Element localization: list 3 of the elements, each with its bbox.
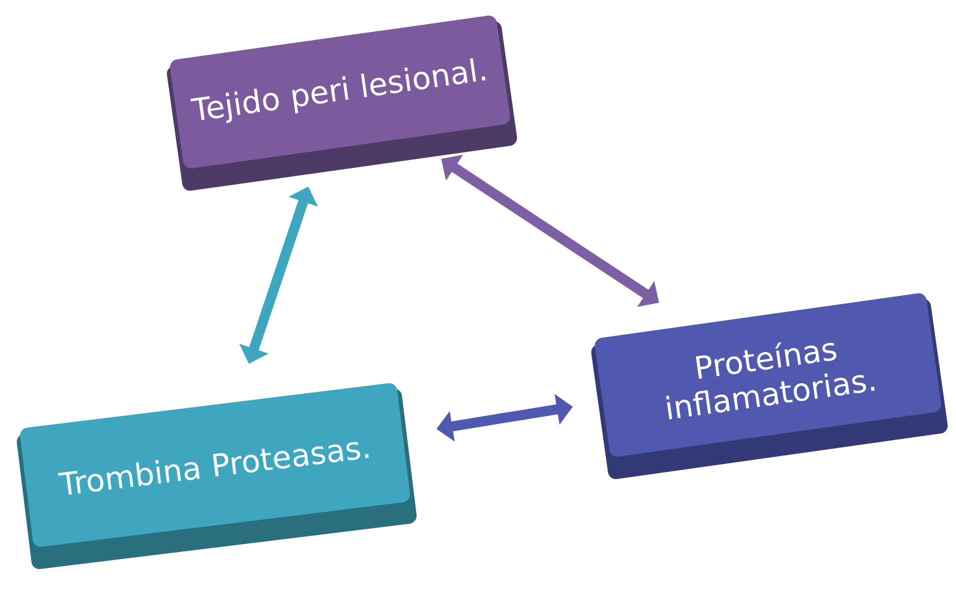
process-box: Tejido peri lesional. xyxy=(166,16,518,191)
process-box: Trombina Proteasas. xyxy=(16,383,417,570)
process-box: Proteínas inflamatorias. xyxy=(591,293,948,480)
